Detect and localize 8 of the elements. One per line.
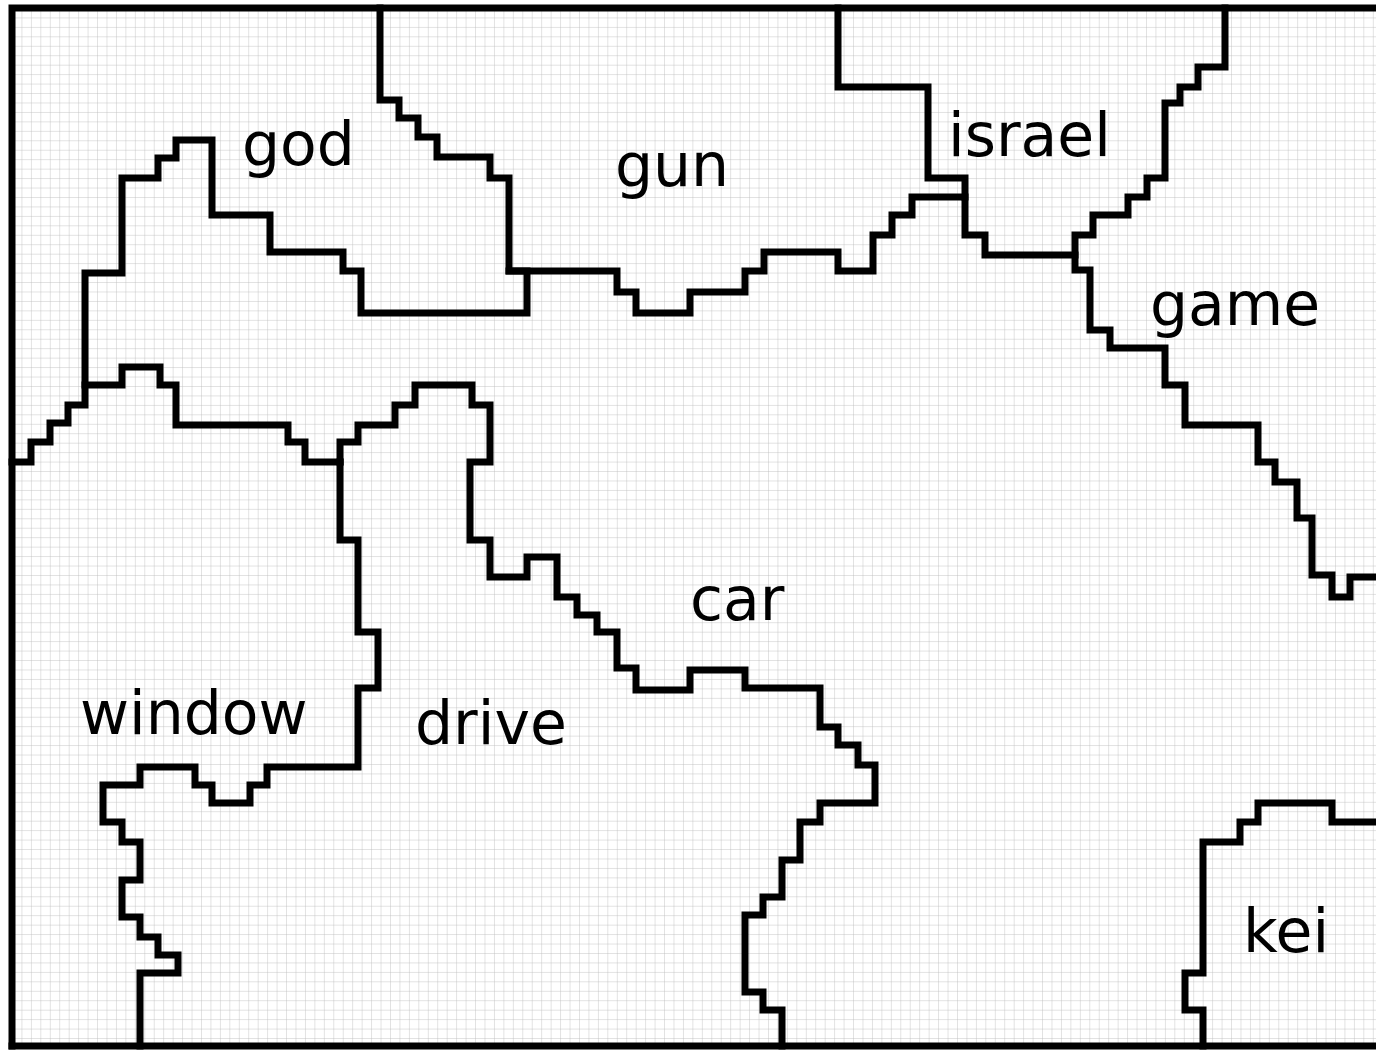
region-label: israel	[948, 100, 1111, 170]
region-label: gun	[615, 130, 730, 200]
region-label: drive	[415, 688, 567, 758]
region-label: god	[242, 109, 355, 179]
region-label: game	[1150, 269, 1321, 339]
region-label: kei	[1243, 896, 1330, 966]
region-label: car	[690, 564, 785, 634]
region-label: window	[80, 678, 308, 748]
